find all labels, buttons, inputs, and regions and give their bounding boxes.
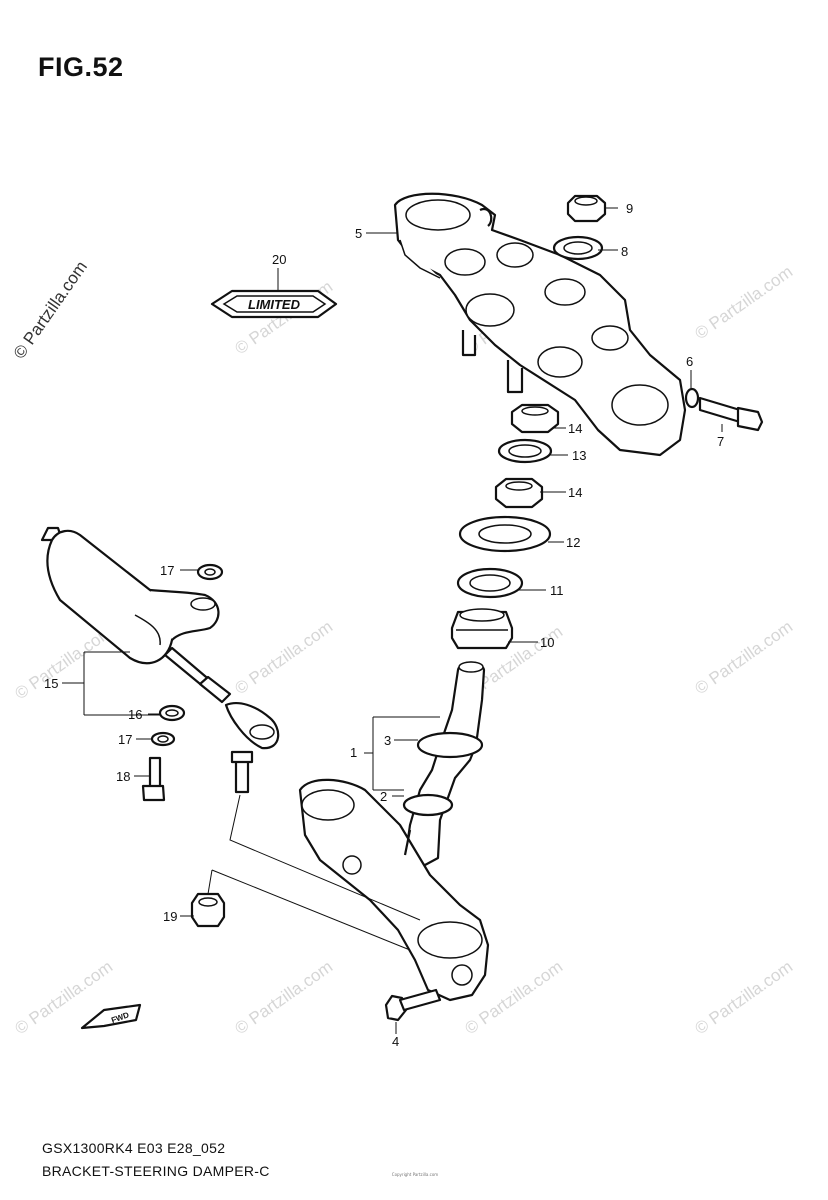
- callout-9: 9: [626, 201, 633, 216]
- washer-part-8: [552, 235, 604, 261]
- callout-14-upper: 14: [568, 421, 582, 436]
- collar-part-16: [158, 704, 186, 722]
- assembly-name-caption: BRACKET-STEERING DAMPER-C: [42, 1163, 270, 1179]
- side-watermark: © Partzilla.com: [10, 258, 91, 363]
- tile-watermark: © Partzilla.com: [231, 617, 336, 698]
- forward-direction-arrow: FWD: [80, 1003, 142, 1030]
- callout-8: 8: [621, 244, 628, 259]
- steering-stem-lower-bracket: [298, 661, 490, 1002]
- steering-damper: [40, 526, 280, 794]
- nut-part-9: [566, 194, 607, 223]
- tile-watermark: © Partzilla.com: [691, 617, 796, 698]
- bearing-part-10: [450, 608, 514, 650]
- callout-2: 2: [380, 789, 387, 804]
- callout-1: 1: [350, 745, 357, 760]
- washer-part-6: [684, 387, 700, 409]
- bolt-part-18: [141, 756, 166, 802]
- callout-19: 19: [163, 909, 177, 924]
- tile-watermark: © Partzilla.com: [691, 957, 796, 1038]
- callout-14-lower: 14: [568, 485, 582, 500]
- callout-5: 5: [355, 226, 362, 241]
- callout-17-lower: 17: [118, 732, 132, 747]
- callout-16: 16: [128, 707, 142, 722]
- model-code-caption: GSX1300RK4 E03 E28_052: [42, 1140, 226, 1156]
- lock-washer-part-13: [497, 438, 553, 464]
- callout-18: 18: [116, 769, 130, 784]
- tile-watermark: © Partzilla.com: [231, 957, 336, 1038]
- callout-15: 15: [44, 676, 58, 691]
- callout-11: 11: [550, 583, 564, 598]
- tile-watermark: © Partzilla.com: [691, 262, 796, 343]
- callout-4: 4: [392, 1034, 399, 1049]
- lock-nut-upper: [510, 403, 560, 434]
- callout-17-upper: 17: [160, 563, 174, 578]
- washer-part-17-lower: [150, 731, 176, 747]
- nut-part-19: [190, 892, 226, 928]
- assembly-guide-lines: [207, 794, 421, 951]
- callout-12: 12: [566, 535, 580, 550]
- bolt-part-4: [384, 988, 442, 1022]
- callout-7: 7: [717, 434, 724, 449]
- figure-title: FIG.52: [38, 52, 124, 82]
- callout-3: 3: [384, 733, 391, 748]
- bearing-race-part-11: [456, 567, 524, 599]
- upper-bracket: [393, 192, 687, 457]
- callout-leaders: [62, 207, 723, 1034]
- washer-part-17-upper: [196, 563, 224, 581]
- callout-6: 6: [686, 354, 693, 369]
- emblem-text: LIMITED: [248, 297, 301, 312]
- lock-nut-lower: [494, 477, 544, 509]
- callout-numbers: 20 5 9 8 6 7 14 13 14 12 11 10 1 3 2 4 1…: [44, 201, 724, 1049]
- callout-13: 13: [572, 448, 586, 463]
- limited-emblem: LIMITED: [210, 289, 338, 319]
- copyright-fine-print: Copyright Partzilla.com: [391, 1172, 439, 1177]
- dust-seal-part-12: [458, 515, 552, 553]
- callout-20: 20: [272, 252, 286, 267]
- bolt-part-7: [698, 396, 764, 432]
- callout-10: 10: [540, 635, 554, 650]
